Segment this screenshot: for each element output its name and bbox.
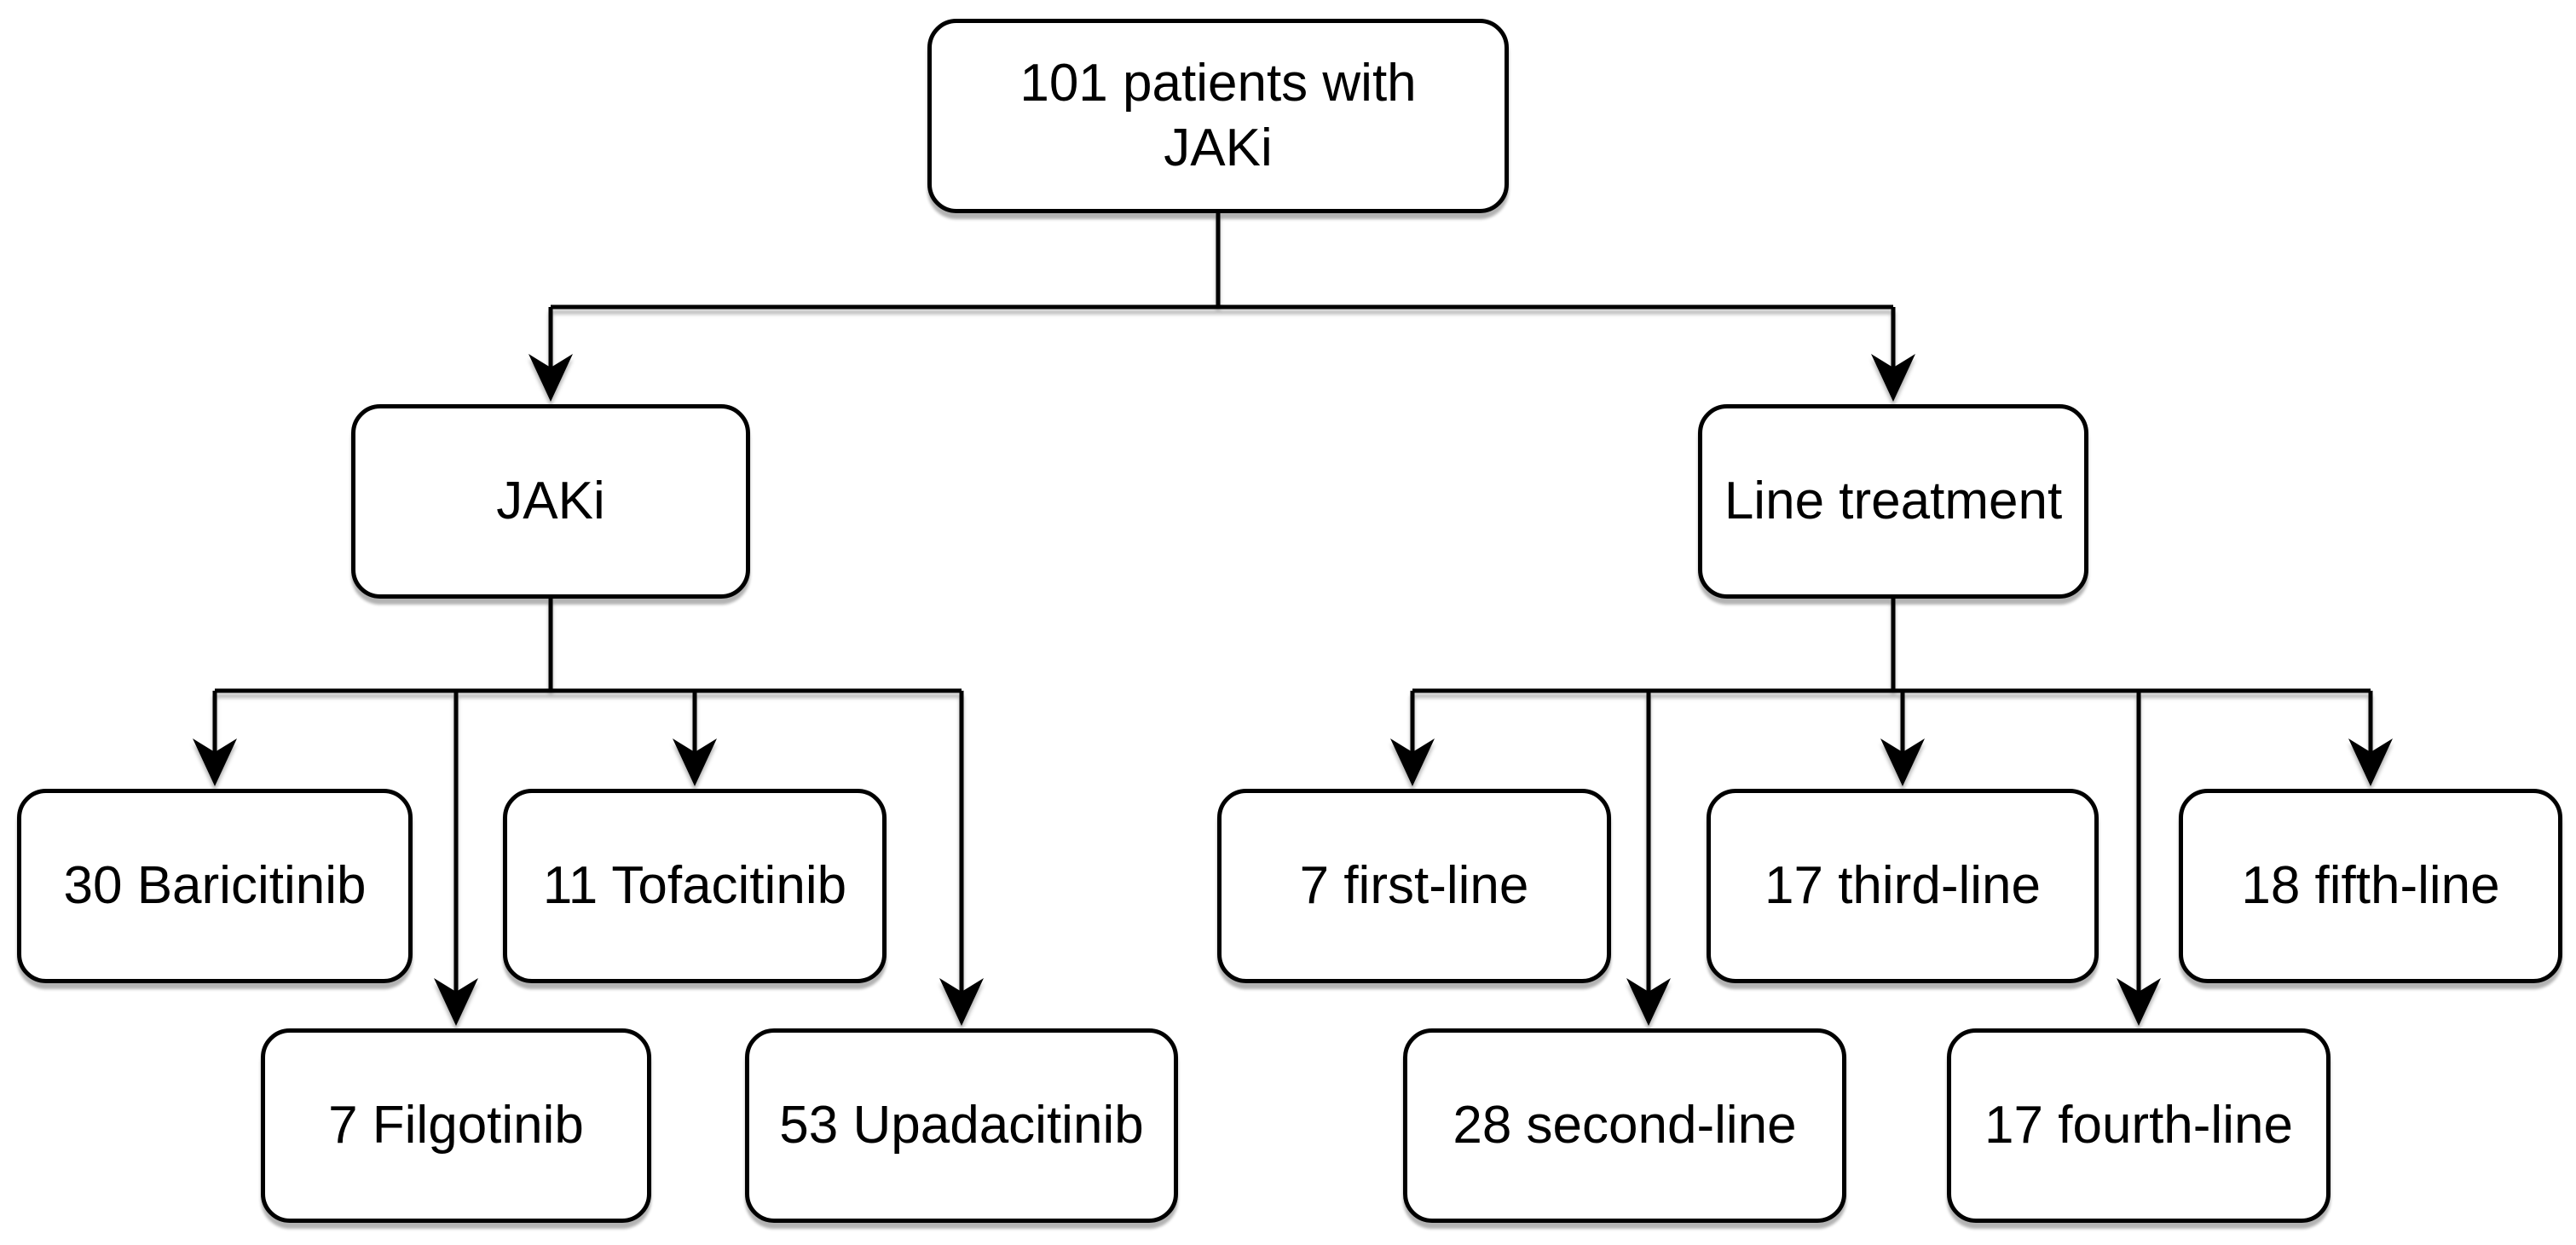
arrow-down-icon <box>528 354 573 402</box>
node-root-patients: 101 patients with JAKi <box>927 19 1509 213</box>
arrow-down-icon <box>434 978 478 1026</box>
arrow-down-icon <box>1390 738 1435 786</box>
node-upadacitinib: 53 Upadacitinib <box>745 1028 1178 1223</box>
arrowheads <box>193 354 2393 1026</box>
arrow-down-icon <box>1626 978 1671 1026</box>
node-baricitinib: 30 Baricitinib <box>17 789 413 983</box>
edge-lines <box>212 213 2373 996</box>
node-fifth-line: 18 fifth-line <box>2179 789 2562 983</box>
arrow-down-icon <box>1871 354 1915 402</box>
arrow-down-icon <box>939 978 984 1026</box>
arrow-down-icon <box>673 738 717 786</box>
node-second-line: 28 second-line <box>1403 1028 1846 1223</box>
node-jaki: JAKi <box>351 404 750 599</box>
arrow-down-icon <box>193 738 237 786</box>
node-first-line: 7 first-line <box>1217 789 1611 983</box>
node-line-treatment: Line treatment <box>1698 404 2088 599</box>
arrow-down-icon <box>2348 738 2393 786</box>
arrow-down-icon <box>1880 738 1925 786</box>
node-tofacitinib: 11 Tofacitinib <box>503 789 887 983</box>
node-third-line: 17 third-line <box>1707 789 2099 983</box>
node-filgotinib: 7 Filgotinib <box>261 1028 651 1223</box>
node-fourth-line: 17 fourth-line <box>1947 1028 2331 1223</box>
arrow-down-icon <box>2117 978 2161 1026</box>
